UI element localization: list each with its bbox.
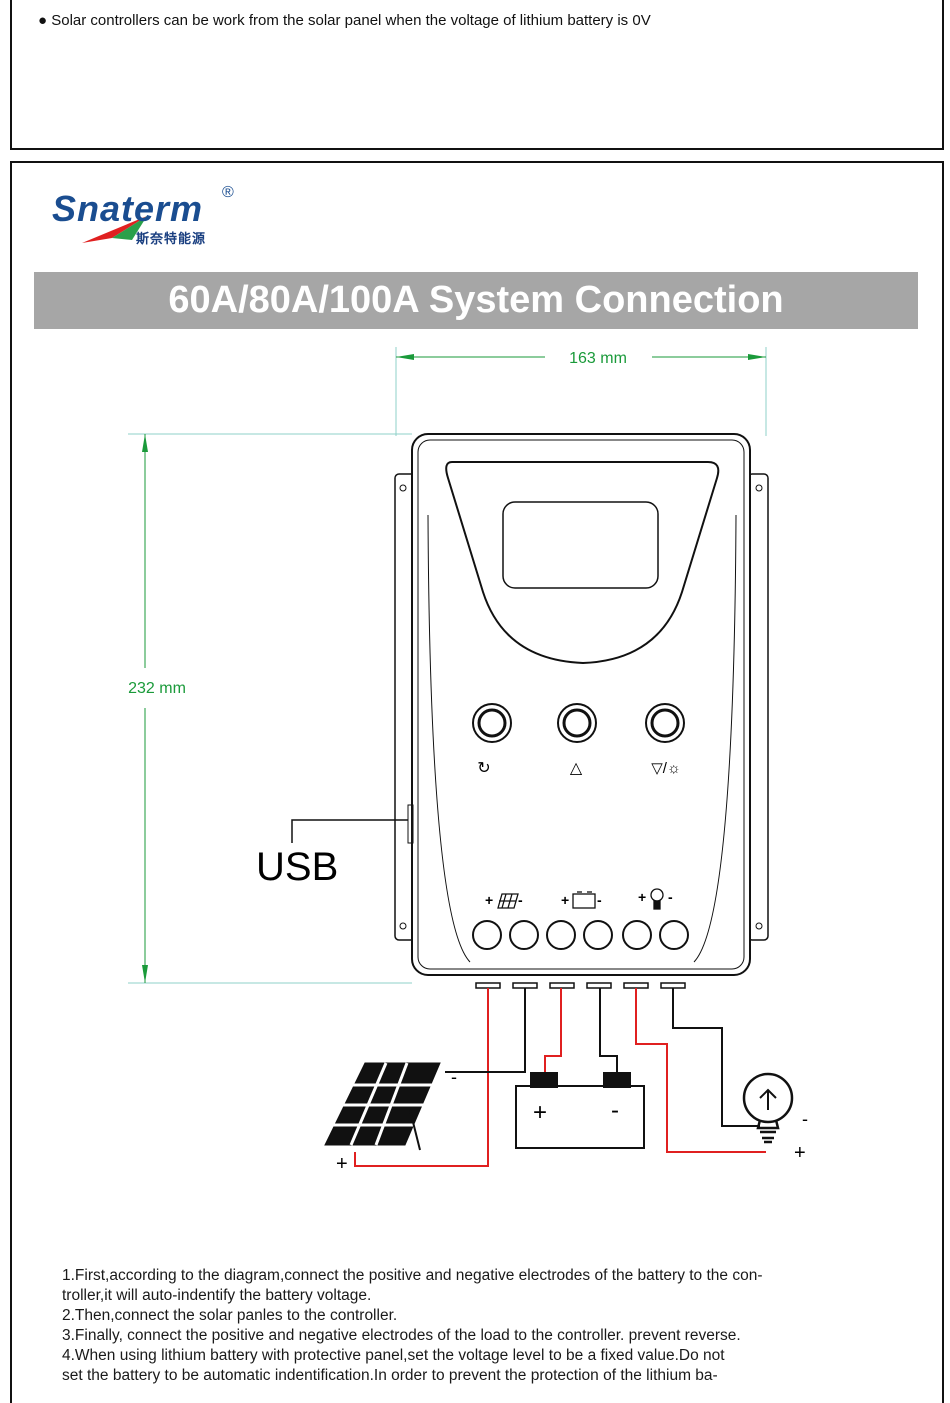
instruction-line: 4.When using lithium battery with protec…	[62, 1347, 725, 1364]
title-banner: 60A/80A/100A System Connection	[34, 272, 918, 329]
registered-mark: ®	[222, 184, 234, 201]
down-light-button[interactable]	[645, 703, 685, 743]
panel-minus-label: -	[451, 1067, 457, 1087]
width-label: 163 mm	[569, 350, 627, 367]
down-light-icon: ▽/☼	[651, 760, 680, 777]
panel-plus-label: +	[336, 1153, 348, 1175]
brand-chinese-name: 斯奈特能源	[136, 231, 207, 246]
instruction-line: troller,it will auto-indentify the batte…	[62, 1287, 372, 1304]
battery-icon	[572, 891, 596, 909]
instruction-line: 1.First,according to the diagram,connect…	[62, 1267, 763, 1284]
battery	[515, 1072, 645, 1149]
up-button[interactable]	[557, 703, 597, 743]
banner-title: 60A/80A/100A System Connection	[168, 279, 784, 321]
battery-minus: -	[597, 892, 602, 908]
load-minus: -	[668, 889, 673, 905]
main-frame	[10, 161, 944, 1403]
logo-swoosh-icon	[82, 216, 147, 243]
battery-minus-label: -	[611, 1097, 619, 1124]
width-dimension	[395, 347, 767, 436]
brand-logo: Snaterm ® 斯奈特能源	[52, 184, 252, 248]
battery-plus: +	[561, 892, 569, 908]
load-plus-label: +	[794, 1142, 806, 1164]
battery-plus-label: +	[533, 1099, 547, 1126]
load-plus: +	[638, 889, 646, 905]
cycle-icon: ↻	[477, 760, 490, 777]
terminal-labels: + - + - + -	[485, 888, 673, 910]
bulb-icon	[650, 888, 664, 910]
load-minus-label: -	[802, 1109, 808, 1129]
top-note: ● Solar controllers can be work from the…	[38, 12, 651, 29]
instruction-line: 3.Finally, connect the positive and nega…	[62, 1327, 741, 1344]
up-triangle-icon: △	[570, 760, 583, 777]
height-label: 232 mm	[128, 680, 186, 697]
instruction-line: set the battery to be automatic indentif…	[62, 1367, 718, 1384]
solar-panel-icon	[497, 893, 519, 909]
usb-label: USB	[256, 845, 338, 889]
solar-minus: -	[518, 892, 523, 908]
usb-leader	[291, 819, 408, 843]
bottom-ports	[475, 982, 686, 989]
top-frame	[10, 0, 944, 150]
instructions: 1.First,according to the diagram,connect…	[62, 1266, 902, 1386]
terminal-block	[472, 920, 689, 950]
cycle-button[interactable]	[472, 703, 512, 743]
solar-plus: +	[485, 892, 493, 908]
control-buttons	[472, 703, 685, 743]
wiring	[354, 988, 766, 1167]
solar-panel	[324, 1062, 441, 1151]
load-bulb	[742, 1072, 794, 1144]
instruction-line: 2.Then,connect the solar panles to the c…	[62, 1307, 398, 1324]
height-dimension	[128, 433, 412, 984]
brand-name: Snaterm	[52, 188, 204, 229]
